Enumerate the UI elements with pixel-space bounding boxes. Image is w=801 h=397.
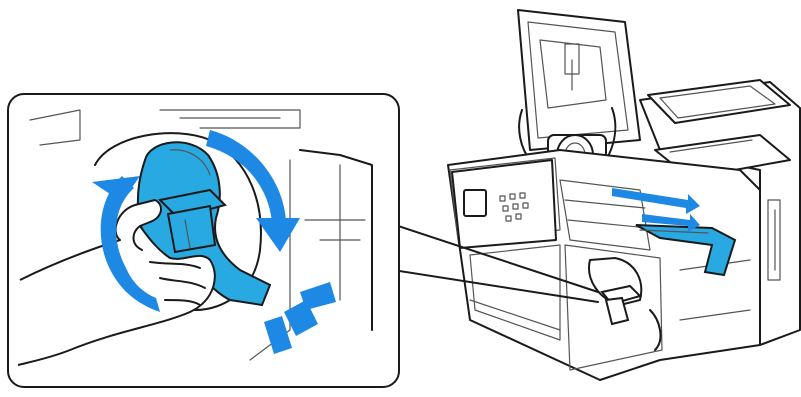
printer [448,10,800,380]
zoom-callout [8,94,399,387]
